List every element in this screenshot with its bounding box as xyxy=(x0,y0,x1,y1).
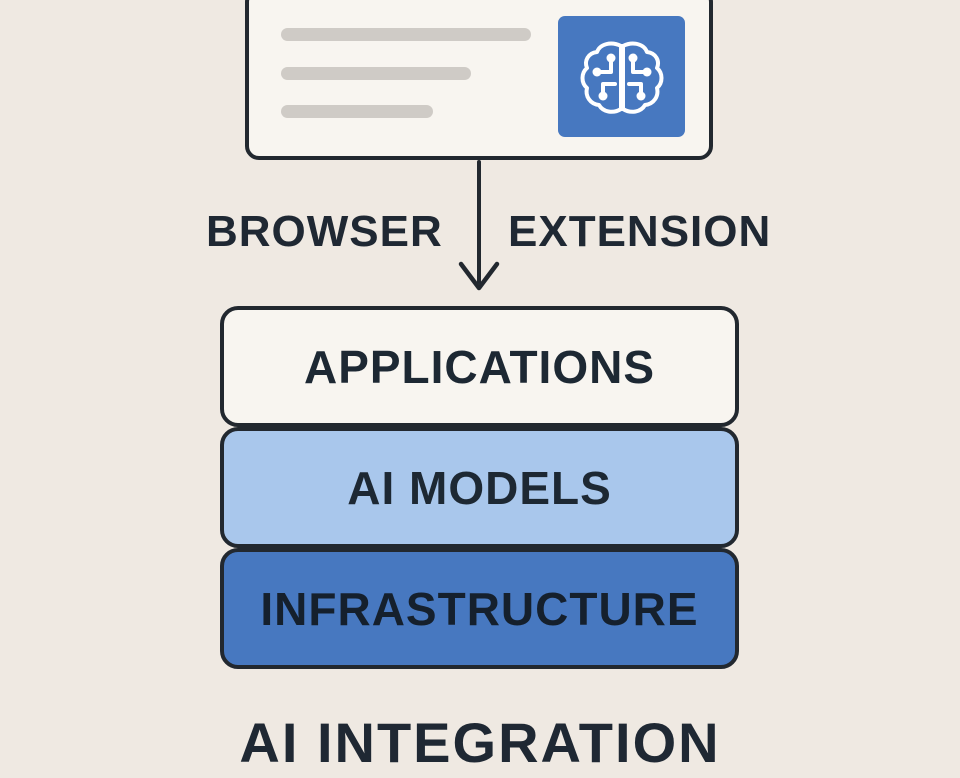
extension-label: EXTENSION xyxy=(508,207,772,256)
arrow-down-icon xyxy=(458,261,500,291)
text-placeholder-line xyxy=(281,67,471,80)
layer-infrastructure: INFRASTRUCTURE xyxy=(220,548,739,669)
text-placeholder-line xyxy=(281,105,433,118)
browser-card xyxy=(245,0,713,160)
layer-applications: APPLICATIONS xyxy=(220,306,739,427)
connector-line xyxy=(477,160,481,284)
layer-label: APPLICATIONS xyxy=(303,340,656,393)
ai-icon-tile xyxy=(558,16,685,137)
footer-title: AI INTEGRATION xyxy=(239,711,721,774)
browser-label: BROWSER xyxy=(206,207,443,256)
layer-ai-models: AI MODELS xyxy=(220,427,739,548)
layer-label: INFRASTRUCTURE xyxy=(260,582,699,635)
layer-label: AI MODELS xyxy=(347,461,612,514)
brain-circuit-icon xyxy=(580,41,663,114)
text-placeholder-line xyxy=(281,28,531,41)
